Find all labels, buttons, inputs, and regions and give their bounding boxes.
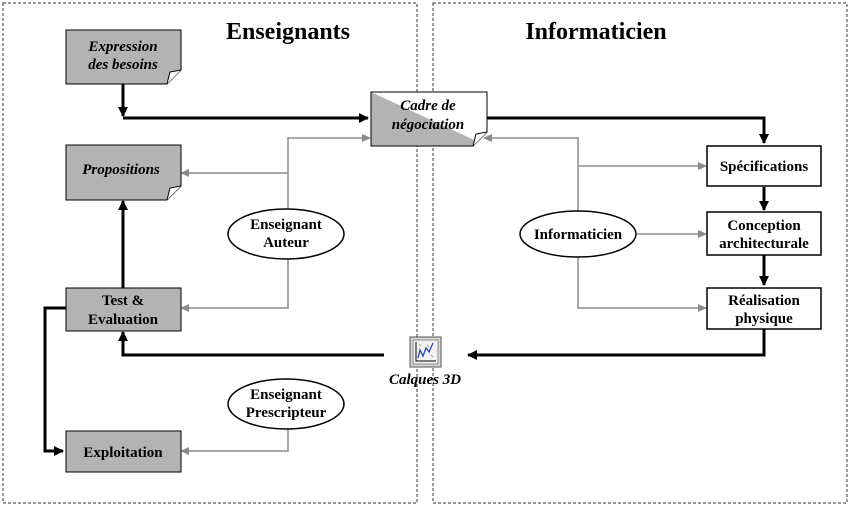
document-cadre-line1: Cadre de [400,98,456,114]
actor-informaticien: Informaticien [519,210,637,258]
actor-enseignant-auteur: Enseignant Auteur [227,208,345,260]
box-exploitation-label: Exploitation [83,445,163,461]
box-conception-line1: Conception [727,218,801,234]
box-conception-architecturale: Conception architecturale [706,211,822,256]
document-expression-line1: Expression [87,39,157,55]
section-title-enseignants: Enseignants [226,19,350,45]
actor-prescripteur-line1: Enseignant [250,387,322,403]
box-conception-line2: architecturale [719,236,809,252]
box-test-line2: Evaluation [88,312,159,328]
actor-prescripteur-line2: Prescripteur [246,405,327,421]
actor-auteur-line2: Auteur [263,235,309,251]
document-propositions: Propositions [65,144,182,201]
arrow-test-to-exploitation [43,306,66,456]
box-exploitation: Exploitation [65,430,182,473]
actor-informaticien-label: Informaticien [534,227,623,243]
calques-3d-tool: Calques 3D [389,336,461,388]
arrow-informaticien-to-realisation [577,256,707,312]
box-test-evaluation: Test & Evaluation [65,287,182,332]
box-realisation-physique: Réalisation physique [706,287,822,330]
arrow-auteur-to-cadre [287,134,371,210]
arrow-realisation-to-calques [467,329,766,360]
document-expression-des-besoins: Expression des besoins [65,29,182,85]
document-cadre-line2: négociation [392,117,465,133]
arrow-calques-to-test [118,331,384,357]
section-informaticien-frame [432,2,848,504]
arrow-cadre-to-specifications [487,116,769,144]
box-realisation-line2: physique [735,311,793,327]
document-propositions-label: Propositions [82,162,160,178]
document-cadre-de-negociation: Cadre de négociation [370,91,488,147]
box-test-line1: Test & [102,293,144,309]
actor-auteur-line1: Enseignant [250,217,322,233]
actor-enseignant-prescripteur: Enseignant Prescripteur [227,378,345,430]
arrow-auteur-to-test [180,258,289,312]
arrow-informaticien-to-cadre [483,134,579,212]
box-realisation-line1: Réalisation [728,293,800,309]
box-specifications: Spécifications [706,145,822,187]
section-title-informaticien: Informaticien [525,19,666,45]
arrow-prescripteur-to-exploitation [180,428,289,455]
calques-3d-label: Calques 3D [389,372,461,388]
document-expression-line2: des besoins [88,57,158,73]
chart-icon [409,336,442,368]
section-enseignants-frame [2,2,418,504]
box-specifications-label: Spécifications [720,159,808,175]
